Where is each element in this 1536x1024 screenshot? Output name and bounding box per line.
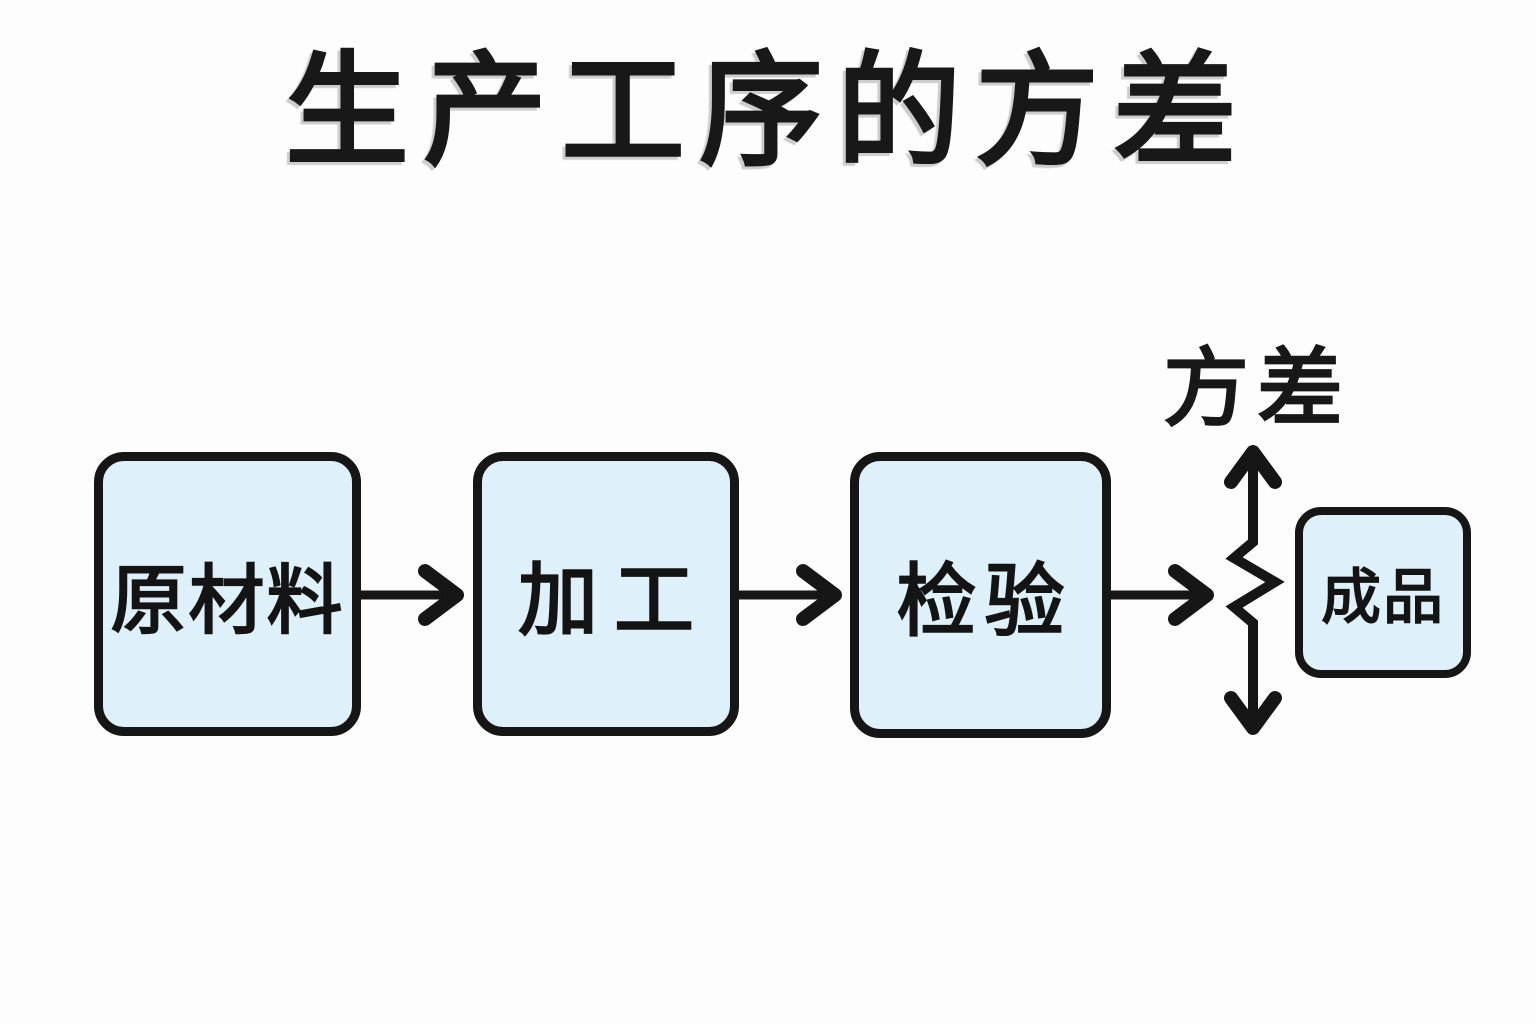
flow-arrow-inspection-to-variance	[1107, 560, 1219, 630]
box-label-finished-product: 成品	[1321, 564, 1445, 631]
box-label-inspection: 检验	[896, 557, 1073, 646]
box-label-raw-materials: 原材料	[110, 559, 345, 644]
box-inspection: 检验	[850, 452, 1111, 738]
box-raw-materials: 原材料	[94, 452, 361, 736]
box-label-processing: 加工	[518, 556, 710, 645]
double-arrow-zigzag-icon	[1224, 445, 1285, 735]
variance-range-arrow	[1214, 442, 1294, 738]
right-arrow-icon	[357, 564, 464, 626]
box-finished-product: 成品	[1295, 507, 1471, 678]
right-arrow-icon	[735, 564, 842, 626]
right-arrow-icon	[1107, 564, 1214, 626]
flow-arrow-raw-to-processing	[357, 560, 469, 630]
flow-arrow-processing-to-inspection	[735, 560, 847, 630]
diagram-title: 生产工序的方差	[284, 43, 1251, 181]
variance-label: 方差	[1163, 341, 1351, 437]
box-processing: 加工	[473, 452, 739, 736]
